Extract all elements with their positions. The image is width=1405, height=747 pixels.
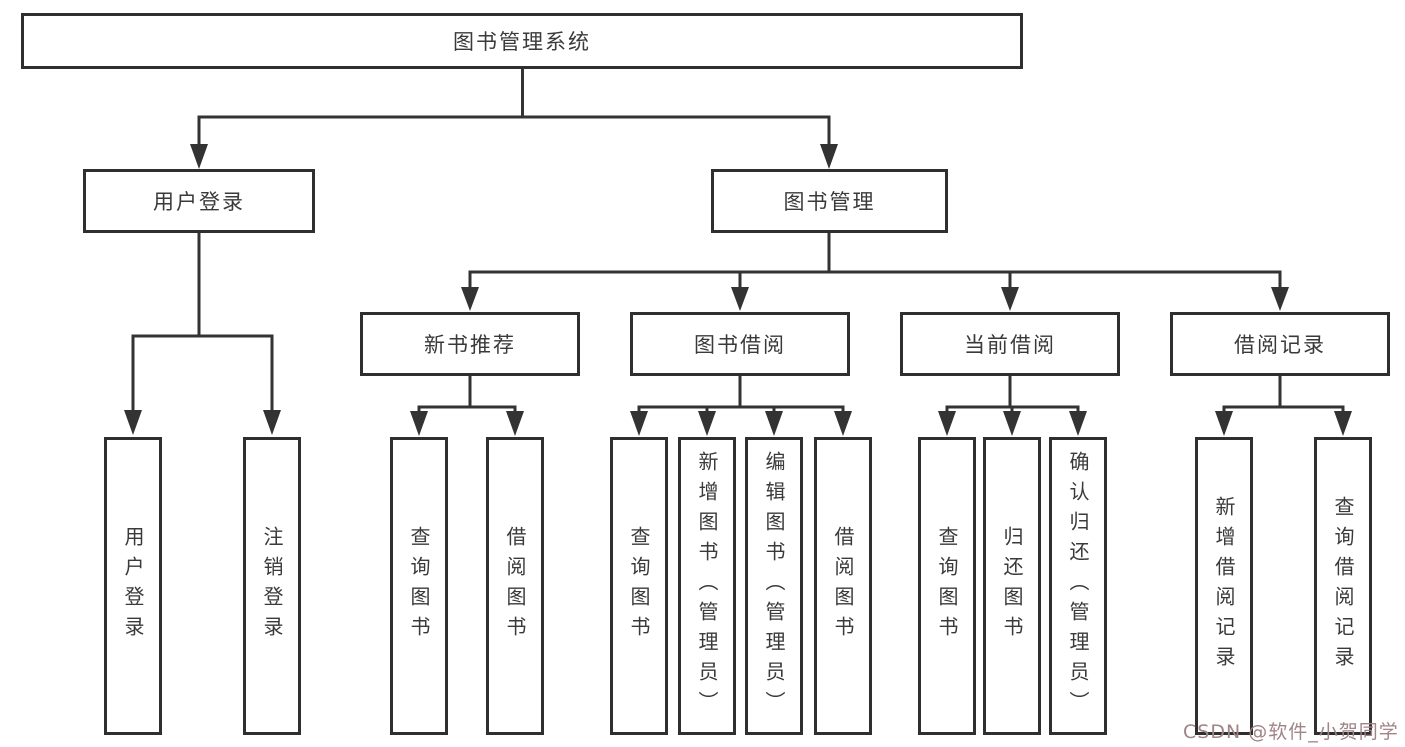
edge-borrowrecord-to-leaves (1222, 376, 1345, 413)
node-label: 新书推荐 (424, 333, 516, 357)
node-label: 查询图书 (935, 526, 959, 646)
node-label: 借阅记录 (1234, 333, 1326, 357)
node-label: 当前借阅 (964, 333, 1056, 357)
leaf-bb-add-book-admin: 新增图书（管理员） (678, 437, 736, 735)
arrowhead-icons (124, 144, 1352, 436)
node-label: 编辑图书（管理员） (762, 451, 786, 721)
node-label: 图书借阅 (694, 333, 786, 357)
node-current-borrowing: 当前借阅 (900, 312, 1120, 376)
leaf-br-query-record: 查询借阅记录 (1314, 437, 1372, 735)
node-label: 注销登录 (260, 526, 284, 646)
node-library-management-system: 图书管理系统 (21, 13, 1023, 69)
node-book-borrowing: 图书借阅 (630, 312, 850, 376)
node-label: 新增图书（管理员） (695, 451, 719, 721)
node-label: 查询图书 (627, 526, 651, 646)
edge-currentborrow-to-leaves (945, 376, 1080, 413)
leaf-nb-query-book: 查询图书 (390, 437, 448, 735)
leaf-cb-confirm-return-admin: 确认归还（管理员） (1049, 437, 1107, 735)
node-borrowing-records: 借阅记录 (1170, 312, 1390, 376)
node-label: 图书管理 (783, 190, 876, 214)
leaf-cb-query-book: 查询图书 (918, 437, 976, 735)
leaf-br-add-record: 新增借阅记录 (1195, 437, 1253, 735)
edge-userlogin-to-leaves (131, 233, 274, 412)
edge-bookborrow-to-leaves (637, 376, 845, 413)
node-new-book-recommendation: 新书推荐 (360, 312, 580, 376)
watermark-text: CSDN @软件_小贺同学 (1183, 721, 1399, 743)
leaf-bb-edit-book-admin: 编辑图书（管理员） (745, 437, 803, 735)
node-label: 用户登录 (153, 190, 245, 214)
node-label: 查询图书 (407, 526, 431, 646)
node-label: 用户登录 (121, 526, 145, 646)
node-user-login: 用户登录 (83, 169, 315, 233)
node-label: 借阅图书 (831, 526, 855, 646)
leaf-nb-borrow-book: 借阅图书 (486, 437, 544, 735)
node-label: 新增借阅记录 (1212, 496, 1236, 676)
node-book-management: 图书管理 (711, 169, 948, 233)
node-label: 归还图书 (1000, 526, 1024, 646)
node-label: 确认归还（管理员） (1066, 451, 1090, 721)
edge-bookmgmt-to-level2 (468, 233, 1282, 289)
node-label: 借阅图书 (503, 526, 527, 646)
leaf-bb-query-book: 查询图书 (610, 437, 668, 735)
node-label: 查询借阅记录 (1331, 496, 1355, 676)
leaf-logout: 注销登录 (243, 437, 301, 735)
leaf-bb-borrow-book: 借阅图书 (814, 437, 872, 735)
node-label: 图书管理系统 (453, 30, 591, 54)
edge-newbookrec-to-leaves (417, 376, 517, 413)
leaf-cb-return-book: 归还图书 (983, 437, 1041, 735)
leaf-user-login: 用户登录 (104, 437, 162, 735)
edge-root-to-level1 (197, 68, 831, 146)
